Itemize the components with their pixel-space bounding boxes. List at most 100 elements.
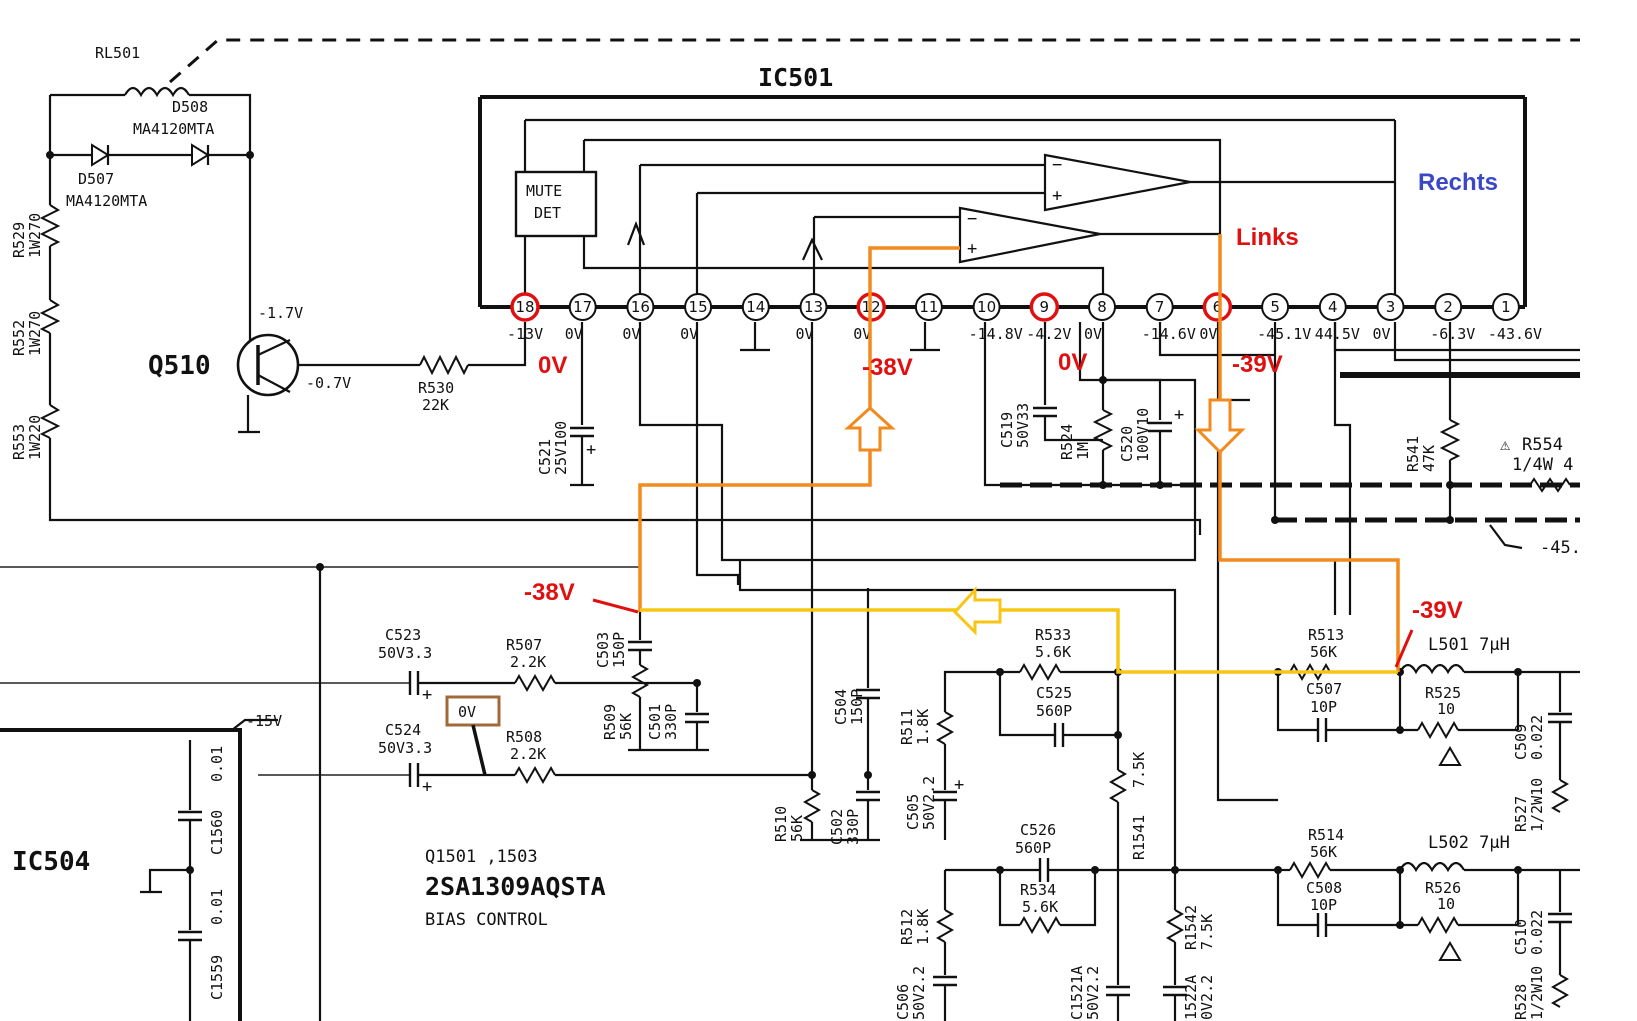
ic501-pin-number: 15	[689, 298, 708, 316]
svg-text:+: +	[586, 440, 596, 460]
pin18-measured-voltage: 0V	[538, 352, 567, 379]
c503-ref: C503	[594, 632, 612, 668]
ic501-pin-voltage: 0V	[565, 325, 583, 343]
c503-node-voltage: -38V	[524, 579, 575, 606]
shield-dashed-line	[169, 38, 1580, 84]
c504-val: 150P	[848, 689, 866, 725]
r525-ref: R525	[1425, 684, 1461, 702]
c521-val: 25V100	[552, 421, 570, 475]
ic501-pin-7: 7 -14.6V	[1142, 293, 1196, 343]
svg-text:−: −	[967, 209, 977, 229]
ic501-pin-voltage: 0V	[1373, 325, 1391, 343]
r513-val: 56K	[1310, 643, 1337, 661]
rechts-label: Rechts	[1418, 169, 1498, 196]
r512-ref: R512	[898, 909, 916, 945]
r1541-val: 7.5K	[1130, 752, 1148, 788]
svg-text:+: +	[1052, 186, 1062, 206]
c524-voltage-text: 0V	[458, 703, 476, 721]
ic501-pin-10: 10-14.8V	[969, 293, 1023, 343]
r507-ref: R507	[506, 636, 542, 654]
r508-ref: R508	[506, 728, 542, 746]
ic501-pin-voltage: -14.6V	[1142, 325, 1196, 343]
ic501-pin-voltage: 0V	[622, 325, 640, 343]
r524-ref: R524	[1058, 424, 1076, 460]
ic501-pin-9: 9-4.2V	[1026, 292, 1071, 343]
r533-ref: R533	[1035, 626, 1071, 644]
signal-path-orange	[638, 234, 1400, 672]
r509-val: 56K	[617, 713, 635, 740]
r510-val: 56K	[788, 815, 806, 842]
ic501-pin-2: 2-6.3V	[1430, 293, 1475, 343]
ic501-pin-voltage: -43.6V	[1488, 325, 1542, 343]
l501-node-voltage: -39V	[1412, 597, 1463, 624]
pin9-measured-voltage: 0V	[1058, 349, 1087, 376]
l502-label: L502 7μH	[1428, 833, 1510, 853]
ic501-pin-18: 18-13V	[507, 292, 543, 343]
c510-val: 0.022	[1528, 910, 1546, 955]
c520-val: 100V10	[1134, 408, 1152, 462]
r511-val: 1.8K	[914, 709, 932, 745]
caption-line2: 2SA1309AQSTA	[425, 872, 606, 901]
r509-ref: R509	[601, 704, 619, 740]
ic501-pin-number: 17	[573, 298, 592, 316]
q510-emitter-voltage: -0.7V	[306, 374, 351, 392]
r554-val: 1/4W 4	[1512, 455, 1573, 475]
r527-val: 1/2W10	[1528, 778, 1546, 832]
c519-ref: C519	[998, 412, 1016, 448]
ic501-pin-4: 444.5V	[1315, 293, 1360, 343]
ic501-pin-number: 8	[1097, 298, 1107, 316]
pin12-measured-voltage: -38V	[862, 354, 913, 381]
ic501-pin-voltage: -45.1V	[1257, 325, 1311, 343]
r526-val: 10	[1437, 895, 1455, 913]
q510-base-voltage: -1.7V	[258, 304, 303, 322]
c503-pointer	[592, 598, 639, 614]
ic501-pin-14: 14	[741, 293, 770, 321]
caption-line1: Q1501 ,1503	[425, 847, 538, 867]
r528-ref: R528	[1512, 984, 1530, 1020]
ic501-pin-number: 4	[1328, 298, 1338, 316]
c1522a-ref: 1522A	[1182, 975, 1200, 1020]
d508-ref: D508	[172, 98, 208, 116]
lower-circuit: IC504 -15V C1560 0.01 C1559 0.01 C523 50…	[0, 400, 1580, 1021]
neg15-label: -15V	[246, 712, 282, 730]
ic501-pin-3: 3 0V	[1373, 293, 1405, 343]
r529-val: 1W270	[26, 213, 44, 258]
transistor-caption: Q1501 ,1503 2SA1309AQSTA BIAS CONTROL	[425, 847, 606, 930]
r533-val: 5.6K	[1035, 643, 1071, 661]
c1521a-val: 50V2.2	[1084, 966, 1102, 1020]
ic501-pin-5: 5-45.1V	[1257, 293, 1311, 343]
ic501-pin-number: 6	[1213, 298, 1223, 316]
d508-part: MA4120MTA	[133, 120, 214, 138]
d507-part: MA4120MTA	[66, 192, 147, 210]
ic501-pin-number: 11	[919, 298, 938, 316]
c501-ref: C501	[646, 704, 664, 740]
ic501-pin-number: 3	[1386, 298, 1396, 316]
svg-text:+: +	[967, 239, 977, 259]
c505-ref: C505	[904, 794, 922, 830]
l501-label: L501 7μH	[1428, 635, 1510, 655]
c504-ref: C504	[832, 689, 850, 725]
ic501-pin-11: 11	[914, 293, 943, 321]
r554-ref: R554	[1522, 435, 1563, 455]
c526-val: 560P	[1015, 839, 1051, 857]
caption-line3: BIAS CONTROL	[425, 910, 548, 930]
r1542-val: 7.5K	[1198, 914, 1216, 950]
r552-val: 1W270	[26, 311, 44, 356]
c1560-ref: C1560	[208, 810, 226, 855]
ic501-pin-number: 7	[1155, 298, 1165, 316]
ic501-pin-number: 1	[1501, 298, 1511, 316]
c507-ref: C507	[1306, 680, 1342, 698]
ic501-pin-number: 18	[515, 298, 534, 316]
c505-val: 50V2.2	[920, 776, 938, 830]
ic501-title: IC501	[758, 63, 833, 92]
ic501-pin-8: 80V	[1084, 293, 1116, 343]
ic501-pin-voltage: -6.3V	[1430, 325, 1475, 343]
c524-ref: C524	[385, 721, 421, 739]
q510-label: Q510	[148, 351, 211, 381]
c525-ref: C525	[1036, 684, 1072, 702]
links-label: Links	[1236, 224, 1299, 251]
ic501-pin-17: 17 0V	[565, 293, 597, 343]
c508-ref: C508	[1306, 879, 1342, 897]
